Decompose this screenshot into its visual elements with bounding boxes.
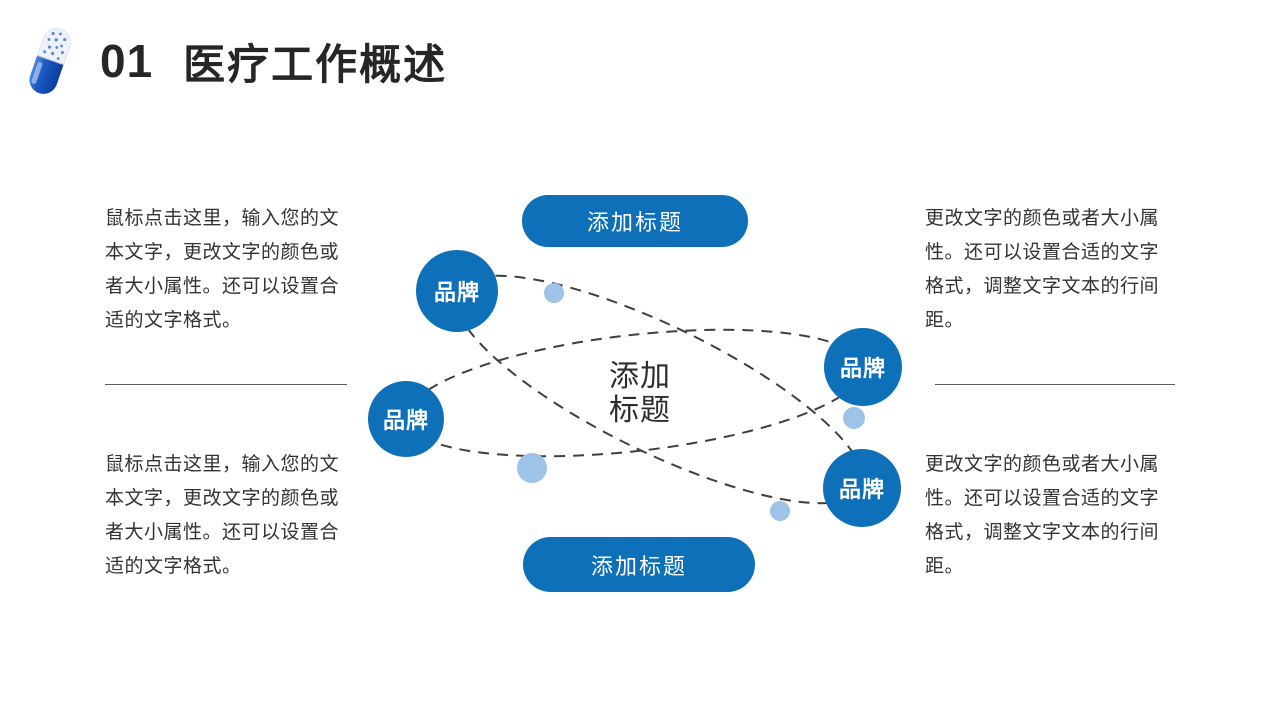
diagram-center-title: 添加 标题 — [565, 360, 715, 428]
add-title-pill-label: 添加标题 — [590, 553, 687, 579]
page-title: 医疗工作概述 — [183, 40, 448, 88]
brand-circle-left: 品牌 — [368, 381, 444, 457]
brand-circle-bottom-right: 品牌 — [823, 449, 901, 527]
brand-circle-label: 品牌 — [838, 477, 885, 502]
accent-dot-1 — [544, 283, 564, 303]
brand-circle-label: 品牌 — [382, 408, 429, 433]
text-block-left-bottom: 鼠标点击这里，输入您的文本文字，更改文字的颜色或者大小属性。还可以设置合适的文字… — [105, 454, 340, 577]
brand-circle-label: 品牌 — [839, 356, 886, 381]
text-block-right-top: 更改文字的颜色或者大小属性。还可以设置合适的文字格式，调整文字文本的行间距。 — [925, 208, 1160, 331]
center-title-line1: 添加 — [609, 360, 671, 393]
slide-header: 01 医疗工作概述 — [22, 24, 447, 98]
accent-dot-4 — [770, 501, 790, 521]
brand-circle-label: 品牌 — [433, 280, 480, 305]
brand-circle-top-right: 品牌 — [824, 328, 902, 406]
accent-dot-2 — [517, 453, 547, 483]
accent-dot-3 — [843, 407, 865, 429]
section-number: 01 — [100, 35, 154, 87]
add-title-pill-label: 添加标题 — [586, 210, 683, 235]
add-title-pill-bottom: 添加标题 — [523, 537, 755, 592]
text-block-right-bottom: 更改文字的颜色或者大小属性。还可以设置合适的文字格式，调整文字文本的行间距。 — [925, 454, 1160, 577]
capsule-pill-icon — [22, 24, 78, 98]
brand-circle-top-left: 品牌 — [416, 250, 498, 332]
divider-right — [935, 384, 1175, 385]
text-block-left-top: 鼠标点击这里，输入您的文本文字，更改文字的颜色或者大小属性。还可以设置合适的文字… — [105, 208, 340, 331]
add-title-pill-top: 添加标题 — [522, 195, 748, 247]
capsule-pill-icon-svg — [29, 28, 71, 94]
divider-left — [105, 384, 347, 385]
center-title-line2: 标题 — [609, 394, 671, 427]
